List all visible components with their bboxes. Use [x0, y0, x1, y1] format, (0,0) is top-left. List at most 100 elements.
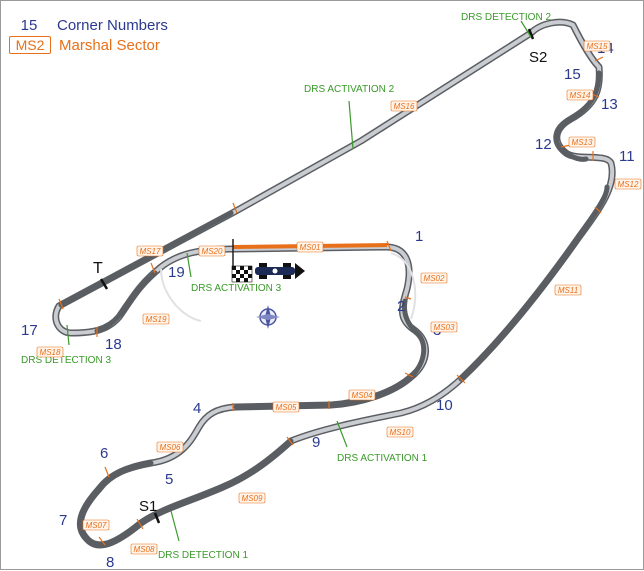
marshal-sector-ms06: MS06 [156, 441, 184, 453]
corner-11: 11 [619, 148, 635, 165]
car-wheel [283, 275, 291, 279]
legend-marshal-label: Marshal Sector [59, 36, 160, 54]
marshal-sector-text: MS09 [242, 494, 263, 503]
marshal-sector-box [568, 136, 596, 148]
marshal-sector-box [36, 346, 64, 358]
compass-icon [256, 305, 280, 329]
corner-10: 10 [436, 397, 453, 414]
race-car-icon [255, 263, 305, 279]
drs-line-detection-1 [170, 510, 180, 542]
marshal-sector-text: MS04 [352, 391, 373, 400]
marshal-sector-text: MS07 [86, 521, 107, 530]
sector-labels: S2 S1 T [93, 49, 547, 515]
car-wheel [283, 263, 291, 267]
corner-15: 15 [564, 66, 581, 83]
marshal-sector-ms16: MS16 [390, 100, 418, 112]
marshal-sector-ms05: MS05 [272, 401, 300, 413]
marshal-sector-ms14: MS14 [566, 89, 594, 101]
marshal-sector-ms09: MS09 [238, 492, 266, 504]
dark-segment-back-straight [58, 210, 234, 308]
marshal-sector-box [136, 245, 164, 257]
flag-square [244, 278, 248, 282]
flag-square [244, 274, 248, 278]
ms-tick [98, 536, 106, 546]
corner-8: 8 [106, 554, 114, 571]
flag-square [232, 274, 236, 278]
drs-activation-3-label: DRS ACTIVATION 3 [191, 283, 282, 294]
corner-7: 7 [59, 512, 67, 529]
flag-square [232, 278, 236, 282]
legend: 15 Corner Numbers MS2 Marshal Sector [9, 15, 168, 55]
flag-square [240, 270, 244, 274]
drs-line-activation-1 [336, 420, 348, 448]
marshal-sector-ms15: MS15 [583, 40, 611, 52]
marshal-sector-text: MS05 [276, 403, 297, 412]
marshal-sector-ms12: MS12 [614, 178, 642, 190]
pit-lane [160, 252, 417, 322]
marshal-sector-text: MS17 [140, 247, 161, 256]
checkered-flag-icon [231, 265, 253, 283]
ms-tick [232, 202, 238, 214]
flag-square [248, 266, 252, 270]
ms-tick [594, 56, 604, 62]
ms-tick [404, 372, 414, 378]
corner-9: 9 [312, 434, 320, 451]
marshal-sector-text: MS16 [394, 102, 415, 111]
corner-13: 13 [601, 96, 618, 113]
marshal-sector-box [614, 178, 642, 190]
corner-1: 1 [415, 228, 423, 245]
marshal-sector-box [156, 441, 184, 453]
drs-activation-2-label: DRS ACTIVATION 2 [304, 84, 395, 95]
flag-square [236, 278, 240, 282]
sector-markers [99, 28, 535, 524]
ms-tick [104, 466, 110, 478]
marshal-sector-box [390, 100, 418, 112]
marshal-sector-ms08: MS08 [130, 543, 158, 555]
marshal-sector-text: MS06 [160, 443, 181, 452]
marshal-sector-text: MS10 [390, 428, 411, 437]
marshal-sector-ms11: MS11 [554, 284, 582, 296]
drs-detection-1-label: DRS DETECTION 1 [158, 550, 248, 561]
marshal-sector-ms07: MS07 [82, 519, 110, 531]
sector-mark-t [99, 278, 109, 290]
ms-tick [386, 240, 392, 252]
drs-detection-3-label: DRS DETECTION 3 [21, 355, 111, 366]
drs-line-activation-3 [186, 252, 192, 278]
marshal-sector-text: MS13 [572, 138, 593, 147]
ms-tick [456, 374, 466, 384]
sector-mark-s2 [527, 28, 535, 40]
flag-square [248, 274, 252, 278]
legend-corner-sample: 15 [20, 16, 38, 34]
marshal-sector-box [82, 519, 110, 531]
flag-square [240, 266, 244, 270]
corner-18: 18 [105, 336, 122, 353]
ms-tick [136, 518, 144, 530]
ms-tick [594, 206, 602, 214]
marshal-sector-box [272, 401, 300, 413]
flag-square [248, 270, 252, 274]
corner-5: 5 [165, 471, 173, 488]
marshal-sector-ms19: MS19 [142, 313, 170, 325]
corner-2: 2 [397, 298, 405, 315]
marshal-sector-box [238, 492, 266, 504]
drs-activation-1-label: DRS ACTIVATION 1 [337, 453, 428, 464]
corner-4: 4 [193, 400, 201, 417]
marshal-sector-text: MS20 [202, 247, 223, 256]
car-nose [295, 263, 305, 279]
marshal-sector-text: MS18 [40, 348, 61, 357]
marshal-sector-ms03: MS03 [430, 321, 458, 333]
sector-label-s2: S2 [529, 49, 547, 66]
flag-border [231, 265, 253, 283]
flag-square [248, 278, 252, 282]
sector-label-s1: S1 [139, 498, 157, 515]
flag-square [244, 266, 248, 270]
flag-square [240, 274, 244, 278]
flag-square [244, 270, 248, 274]
flag-square [236, 274, 240, 278]
flag-square [236, 270, 240, 274]
ms-tick [286, 436, 294, 446]
flag-square [236, 266, 240, 270]
marshal-sector-text: MS08 [134, 545, 155, 554]
corner-19: 19 [168, 264, 185, 281]
